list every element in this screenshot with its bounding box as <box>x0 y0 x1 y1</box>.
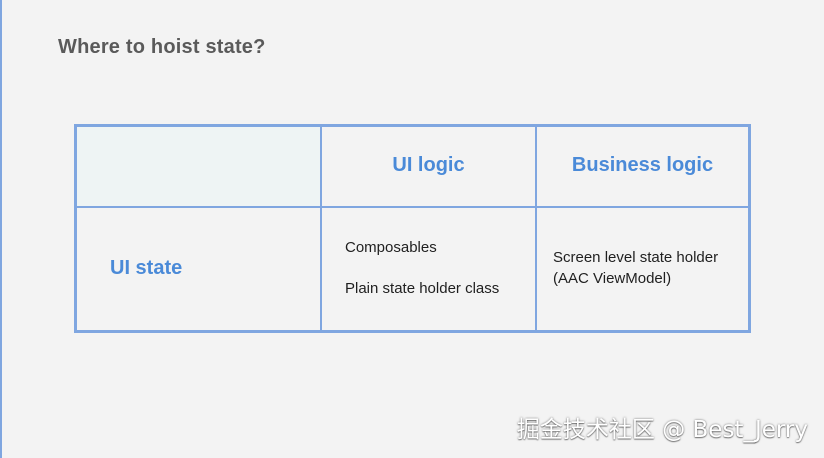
left-edge-rule <box>0 0 2 458</box>
slide-title: Where to hoist state? <box>58 36 266 58</box>
table-corner-cell <box>77 127 321 207</box>
table-border-left <box>74 124 77 333</box>
column-header-ui-logic: UI logic <box>392 154 465 176</box>
column-header-business-logic: Business logic <box>571 154 714 176</box>
table-border-right <box>748 124 751 333</box>
business-logic-screen-state-holder: Screen level state holder <box>553 249 719 266</box>
watermark: 掘金技术社区 @ Best_Jerry <box>516 417 808 443</box>
ui-logic-composables: Composables <box>345 239 437 256</box>
row-header-ui-state: UI state <box>110 257 183 279</box>
table-border-top <box>74 124 751 127</box>
table-border-bottom <box>74 330 751 333</box>
table-divider-2 <box>535 124 537 333</box>
table-border-middle <box>74 206 751 208</box>
ui-logic-plain-state-holder: Plain state holder class <box>345 280 500 297</box>
state-hoisting-table: UI logic Business logic UI state Composa… <box>74 124 751 333</box>
business-logic-viewmodel: (AAC ViewModel) <box>553 270 672 287</box>
table-divider-1 <box>320 124 322 333</box>
